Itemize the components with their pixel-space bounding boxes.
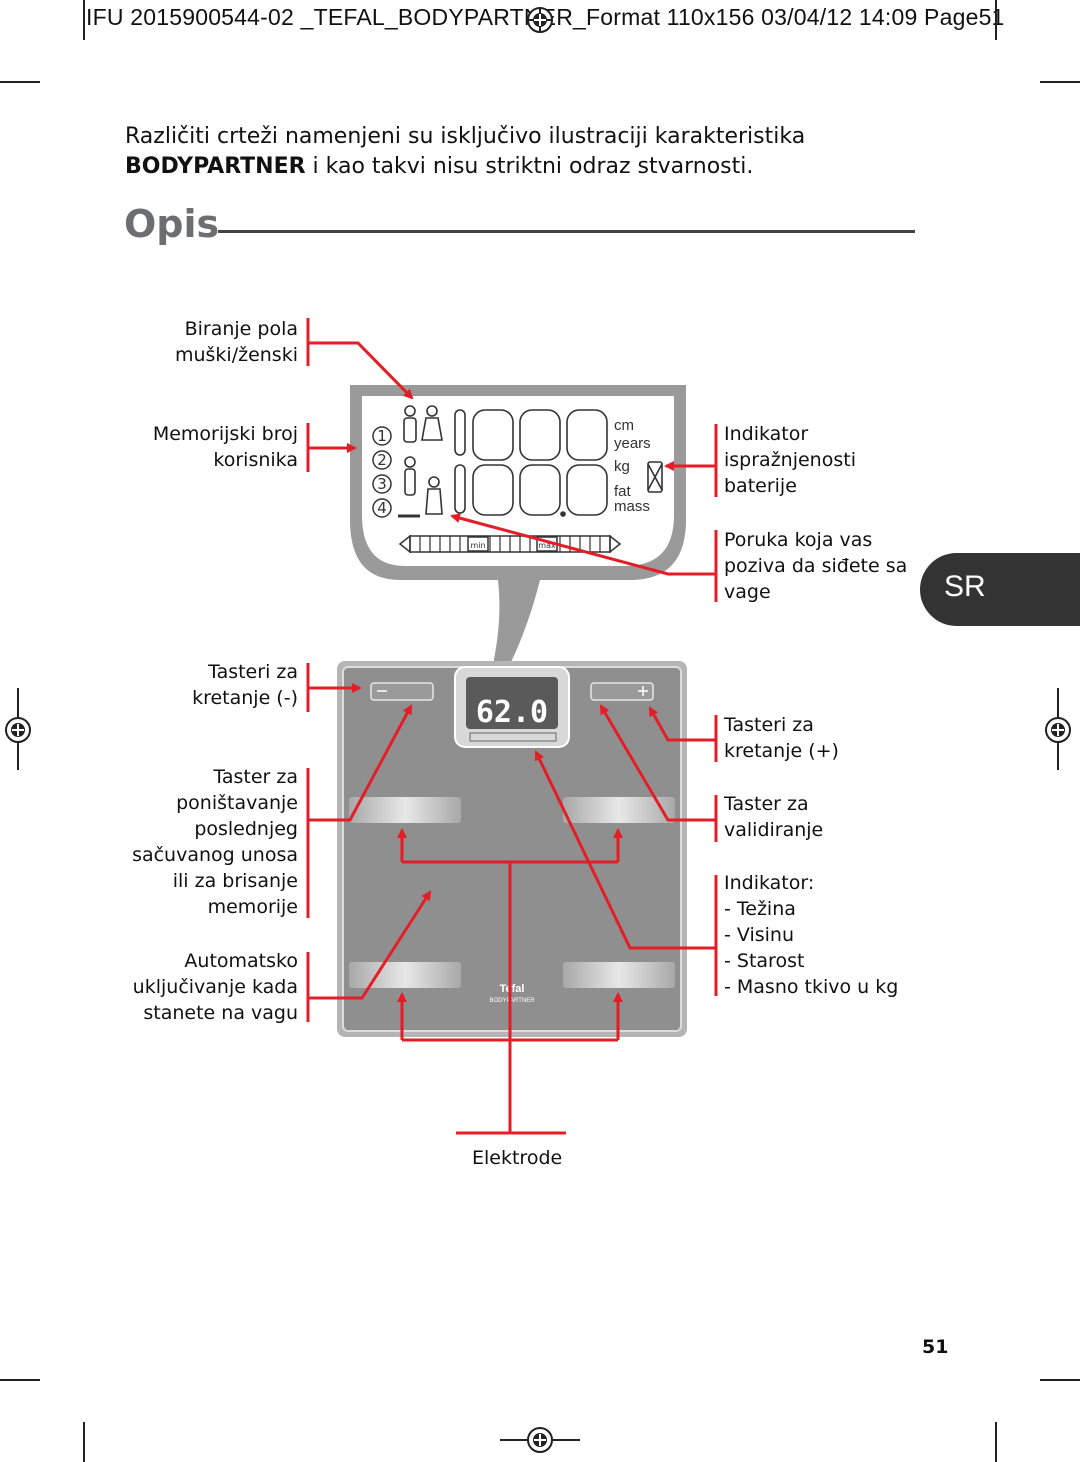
- scale-body: 62.0 Tefal BODYPARTNER: [337, 661, 687, 1037]
- callout-lines: [306, 318, 718, 1135]
- lcd-unit-mass: mass: [614, 498, 650, 515]
- lcd-user-2: 2: [377, 451, 387, 469]
- registration-mark-left: [5, 717, 31, 743]
- registration-mark-top: [527, 7, 553, 33]
- lcd-unit-fat: fat: [614, 483, 632, 500]
- lcd-unit-years: years: [614, 435, 651, 452]
- lcd-battery-icon: [647, 461, 663, 493]
- intro-paragraph: Različiti crteži namenjeni su isključivo…: [125, 122, 915, 182]
- lcd-unit-kg: kg: [614, 458, 630, 475]
- registration-mark-right: [1045, 717, 1071, 743]
- language-badge: SR: [920, 553, 1080, 626]
- lcd-user-numbers: 1 2 3 4: [372, 426, 392, 518]
- lcd-user-3: 3: [377, 475, 387, 493]
- lcd-units: cm years kg fat mass: [614, 417, 651, 515]
- intro-line-2: i kao takvi nisu striktni odraz stvarnos…: [305, 154, 754, 179]
- lcd-bar-min: min: [470, 541, 485, 550]
- lcd-unit-cm: cm: [614, 417, 634, 434]
- brand-name: BODYPARTNER: [125, 154, 306, 179]
- lcd-gender-icons: [398, 405, 443, 518]
- lcd-bar-max: max: [538, 541, 556, 550]
- label-indicator: Indikator:- Težina - Visinu- Starost - M…: [724, 872, 899, 998]
- scale-brand: Tefal: [500, 983, 525, 995]
- lcd-user-4: 4: [377, 499, 387, 517]
- title-rule: [218, 230, 915, 233]
- lcd-user-1: 1: [377, 427, 387, 445]
- lcd-segment-digits: [454, 409, 608, 517]
- scale-display-value: 62.0: [476, 695, 548, 730]
- scale-model: BODYPARTNER: [489, 998, 535, 1004]
- page-number: 51: [922, 1336, 949, 1358]
- section-title: Opis: [124, 202, 220, 246]
- label-electrodes: Elektrode: [472, 1147, 563, 1169]
- intro-line-1: Različiti crteži namenjeni su isključivo…: [125, 124, 806, 149]
- registration-mark-bottom: [527, 1427, 553, 1453]
